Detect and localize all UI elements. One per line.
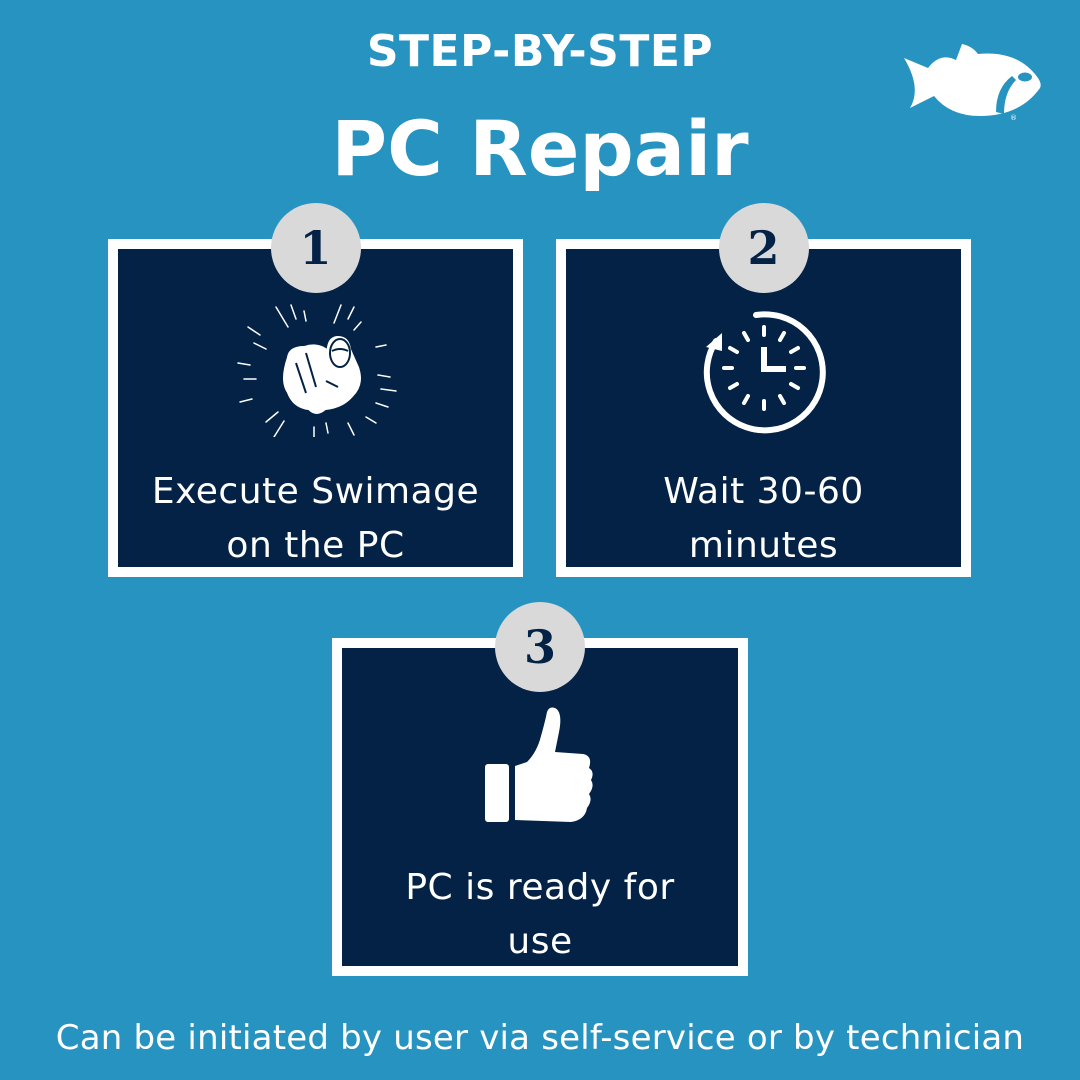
- thumbs-up-icon: [485, 707, 593, 822]
- clock-refresh-icon: [703, 311, 826, 434]
- footer-note: Can be initiated by user via self-servic…: [55, 1018, 1025, 1058]
- page-title: PC Repair: [331, 104, 749, 193]
- pointing-hand-icon: [236, 304, 397, 437]
- step-number-badge: 1: [270, 203, 361, 293]
- header-subtitle: STEP-BY-STEP: [366, 26, 714, 77]
- step-card-3: 3 PC is ready for use: [332, 602, 748, 976]
- step-label: Wait 30-60 minutes: [663, 471, 864, 566]
- step-label: PC is ready for use: [405, 867, 675, 962]
- step-card-1: 1 Execute Swimage on the PC: [108, 203, 523, 577]
- step-card-2: 2 Wait 30-60 minutes: [556, 203, 971, 577]
- step-number-badge: 2: [718, 203, 809, 293]
- step-number-badge: 3: [495, 602, 585, 692]
- step-label: Execute Swimage on the PC: [151, 471, 480, 566]
- trademark: ®: [1010, 114, 1017, 122]
- fish-logo-icon: ®: [904, 44, 1041, 122]
